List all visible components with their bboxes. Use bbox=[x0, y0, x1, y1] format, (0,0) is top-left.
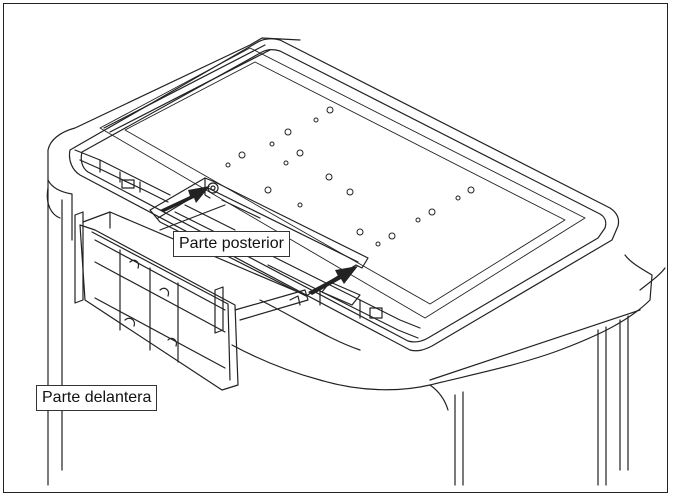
tv-bracket-right bbox=[267, 254, 421, 339]
screw-holes bbox=[225, 106, 475, 247]
cloth bbox=[46, 37, 666, 486]
arrow-right-icon bbox=[160, 186, 210, 212]
table-legs bbox=[429, 309, 641, 486]
front-label: Parte delantera bbox=[36, 385, 158, 411]
tv-back-panel bbox=[68, 38, 620, 352]
arrow-right-icon bbox=[308, 266, 358, 295]
illustration-frame bbox=[3, 3, 668, 493]
stand-frame bbox=[74, 204, 309, 391]
tv-bracket-left bbox=[74, 149, 171, 203]
rear-label: Parte posterior bbox=[173, 231, 290, 257]
